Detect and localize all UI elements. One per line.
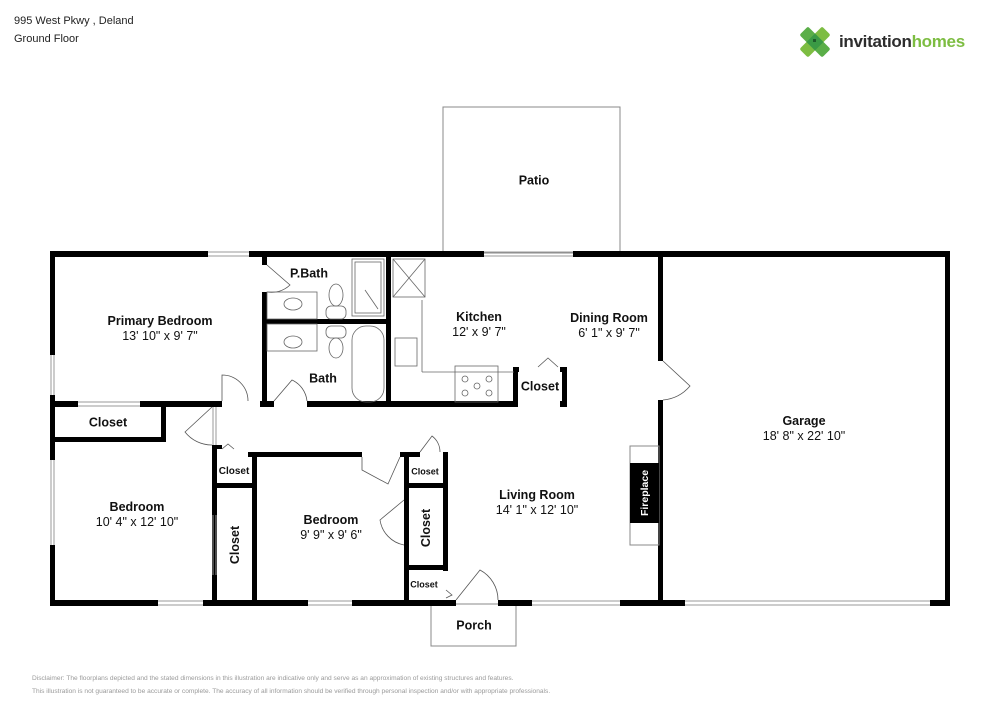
fireplace-box <box>630 463 659 523</box>
room-patio: Patio <box>519 174 550 189</box>
room-name: Bedroom <box>109 500 165 514</box>
room-dims: 13' 10" x 9' 7" <box>122 329 198 343</box>
room-name: Bath <box>309 371 337 386</box>
room-dims: 9' 9" x 9' 6" <box>300 528 362 542</box>
room-kitchen: Kitchen 12' x 9' 7" <box>452 310 506 340</box>
room-name: Living Room <box>499 488 575 502</box>
room-name: Closet <box>88 415 128 430</box>
room-name: Porch <box>456 618 492 633</box>
bath-fixtures <box>266 258 514 403</box>
room-dims: 6' 1" x 9' 7" <box>578 326 640 340</box>
brand-wordmark: invitationhomes <box>839 32 965 52</box>
room-garage: Garage 18' 8" x 22' 10" <box>763 414 845 444</box>
room-dining-room: Dining Room 6' 1" x 9' 7" <box>570 311 648 341</box>
room-name: Closet <box>218 466 250 477</box>
brand-name-part2: homes <box>911 32 966 51</box>
room-hall-closet-small: Closet <box>219 466 250 478</box>
brand-name-part1: invitation <box>839 32 912 51</box>
room-name: Patio <box>518 173 550 188</box>
walls <box>50 251 950 606</box>
room-name: Dining Room <box>570 311 648 325</box>
disclaimer-line-2: This illustration is not guaranteed to b… <box>32 688 551 695</box>
room-p-bath: P.Bath <box>290 267 328 282</box>
room-primary-bedroom: Primary Bedroom 13' 10" x 9' 7" <box>108 314 213 344</box>
floor-label: Ground Floor <box>14 33 79 45</box>
room-name: Primary Bedroom <box>107 314 213 328</box>
room-name: Bedroom <box>303 513 359 527</box>
room-dining-closet: Closet <box>521 380 559 395</box>
patio-outline <box>442 106 621 254</box>
fireplace-label: Fireplace <box>639 469 651 517</box>
room-dims: 18' 8" x 22' 10" <box>762 429 846 443</box>
disclaimer-line-1: Disclaimer: The floorplans depicted and … <box>32 675 514 682</box>
room-closet-entry: Closet <box>410 580 438 591</box>
room-living-room: Living Room 14' 1" x 12' 10" <box>496 488 578 518</box>
windows <box>50 251 930 606</box>
porch-outline <box>430 603 517 647</box>
room-name: Garage <box>782 414 826 428</box>
room-name: Closet <box>411 466 439 477</box>
room-bedroom-1: Bedroom 10' 4" x 12' 10" <box>96 500 178 530</box>
room-bath: Bath <box>309 372 337 387</box>
room-dims: 10' 4" x 12' 10" <box>95 515 179 529</box>
room-porch: Porch <box>456 619 491 634</box>
clover-logo-icon <box>800 27 830 57</box>
room-closet-upper-right: Closet <box>411 467 439 478</box>
brand-logo: invitationhomes <box>797 24 965 60</box>
room-primary-closet: Closet <box>89 416 127 431</box>
room-bedroom-2: Bedroom 9' 9" x 9' 6" <box>300 513 362 543</box>
room-name: Kitchen <box>456 310 502 324</box>
room-name: P.Bath <box>290 266 328 281</box>
room-hall-closet-tall: Closet <box>228 525 242 565</box>
room-name: Closet <box>410 579 438 590</box>
room-dims: 14' 1" x 12' 10" <box>495 503 579 517</box>
room-closet-vertical-right: Closet <box>419 508 433 548</box>
room-dims: 12' x 9' 7" <box>452 325 506 339</box>
property-address: 995 West Pkwy , Deland <box>14 15 134 27</box>
room-name: Closet <box>520 379 560 394</box>
